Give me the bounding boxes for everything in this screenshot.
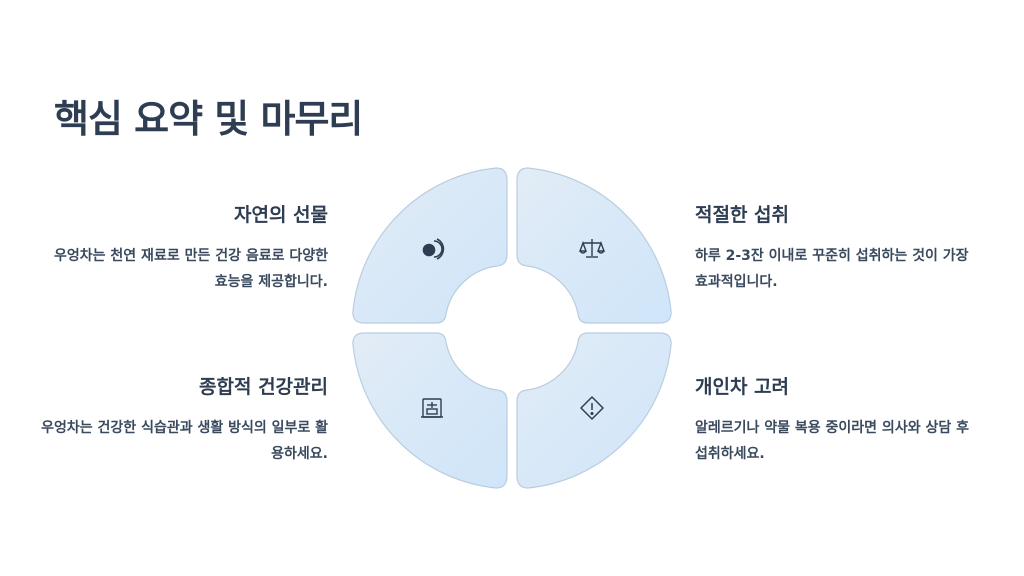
warning-diamond-icon	[580, 396, 604, 420]
section-heading: 자연의 선물	[233, 204, 328, 226]
section-text: 알레르기나 약물 복용 중이라면 의사와 상담 후 섭취하세요.	[695, 420, 969, 462]
health-frame-icon	[421, 398, 443, 418]
balance-scale-icon	[578, 239, 606, 258]
section-bottom-right: 개인차 고려 알레르기나 약물 복용 중이라면 의사와 상담 후 섭취하세요.	[695, 372, 985, 467]
segment-bottom-left	[352, 332, 508, 489]
section-text: 우엉차는 건강한 식습관과 생활 방식의 일부로 활용하세요.	[41, 420, 328, 462]
section-text: 하루 2-3잔 이내로 꾸준히 섭취하는 것이 가장 효과적입니다.	[695, 248, 969, 290]
section-text: 우엉차는 천연 재료로 만든 건강 음료로 다양한 효능을 제공합니다.	[54, 248, 328, 290]
section-bottom-left: 종합적 건강관리 우엉차는 건강한 식습관과 생활 방식의 일부로 활용하세요.	[38, 372, 328, 467]
section-top-left: 자연의 선물 우엉차는 천연 재료로 만든 건강 음료로 다양한 효능을 제공합…	[38, 200, 328, 295]
section-heading: 적절한 섭취	[695, 204, 790, 226]
segment-bottom-right	[516, 332, 672, 489]
leaf-drop-icon	[422, 238, 445, 260]
segment-top-right	[516, 167, 672, 324]
section-heading: 종합적 건강관리	[199, 376, 328, 398]
page-title: 핵심 요약 및 마무리	[54, 97, 363, 141]
section-heading: 개인차 고려	[695, 376, 790, 398]
section-top-right: 적절한 섭취 하루 2-3잔 이내로 꾸준히 섭취하는 것이 가장 효과적입니다…	[695, 200, 985, 295]
